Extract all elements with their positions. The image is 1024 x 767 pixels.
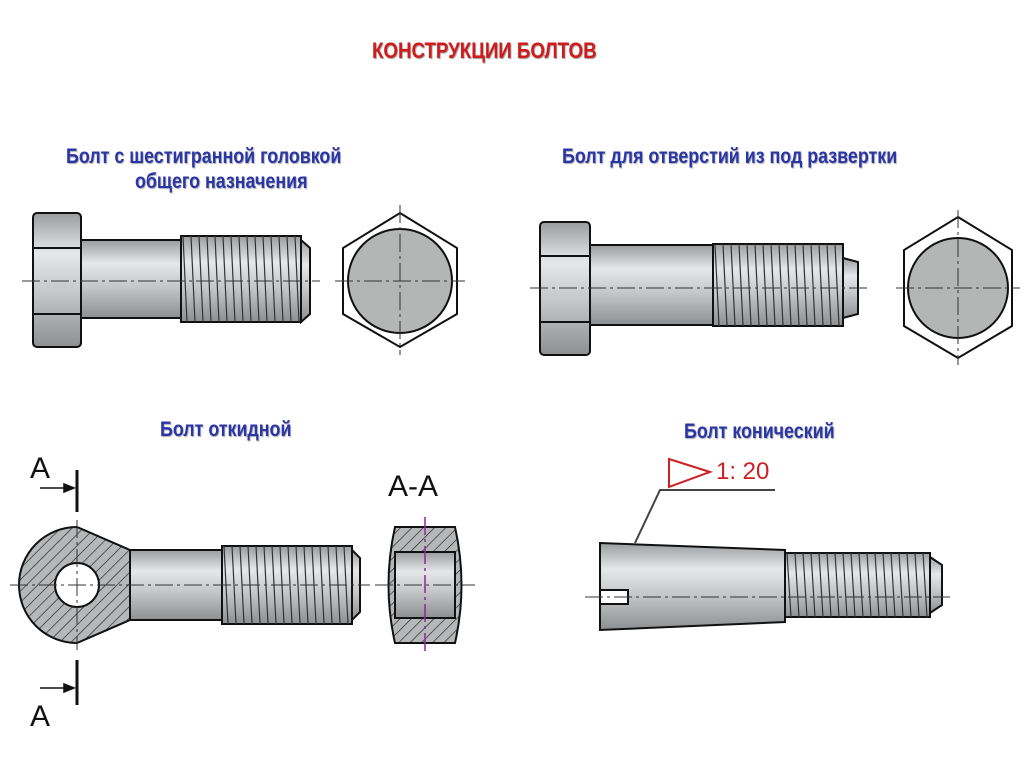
thread-line bbox=[738, 243, 744, 327]
thread-line bbox=[810, 552, 816, 618]
thread-line bbox=[231, 545, 237, 625]
thread-line bbox=[786, 552, 792, 618]
thread-line bbox=[786, 243, 792, 327]
thread-line bbox=[278, 235, 284, 323]
bolt-eye-caption: Болт откидной bbox=[160, 418, 292, 441]
thread-line bbox=[190, 235, 196, 323]
thread-line bbox=[906, 552, 912, 618]
thread-line bbox=[922, 552, 928, 618]
thread-line bbox=[246, 235, 252, 323]
taper-leader bbox=[634, 489, 775, 544]
thread-line bbox=[222, 235, 228, 323]
thread-line bbox=[762, 243, 768, 327]
hex-bolt-side-view bbox=[32, 212, 311, 348]
center-lines bbox=[10, 205, 1020, 650]
taper-triangle-icon bbox=[668, 457, 714, 489]
thread-line bbox=[295, 545, 301, 625]
page-title: КОНСТРУКЦИИ БОЛТОВ bbox=[372, 38, 597, 63]
thread-line bbox=[826, 243, 832, 327]
thread-line bbox=[294, 235, 300, 323]
thread-line bbox=[834, 243, 840, 327]
thread-line bbox=[778, 243, 784, 327]
section-arrows bbox=[40, 482, 77, 694]
thread-line bbox=[746, 243, 752, 327]
thread-line bbox=[898, 552, 904, 618]
thread-line bbox=[834, 552, 840, 618]
thread-line bbox=[874, 552, 880, 618]
section-label: А-А bbox=[388, 470, 439, 503]
thread-line bbox=[238, 235, 244, 323]
bolt-hex-caption-line1: Болт с шестигранной головкой bbox=[66, 145, 342, 168]
thread-line bbox=[810, 243, 816, 327]
thread-line bbox=[262, 235, 268, 323]
thread-line bbox=[818, 243, 824, 327]
thread-line bbox=[254, 235, 260, 323]
thread-line bbox=[287, 545, 293, 625]
bolt-hex-caption-line2: общего назначения bbox=[135, 170, 308, 193]
thread-line bbox=[286, 235, 292, 323]
thread-line bbox=[182, 235, 188, 323]
section-mark-bottom: А bbox=[30, 700, 51, 733]
thread-line bbox=[850, 552, 856, 618]
thread-line bbox=[214, 235, 220, 323]
thread-line bbox=[722, 243, 728, 327]
thread-line bbox=[914, 552, 920, 618]
thread-line bbox=[858, 552, 864, 618]
thread-line bbox=[794, 243, 800, 327]
taper-label: 1: 20 bbox=[716, 458, 770, 485]
thread-line bbox=[206, 235, 212, 323]
thread-line bbox=[198, 235, 204, 323]
thread-line bbox=[754, 243, 760, 327]
thread-line bbox=[818, 552, 824, 618]
thread-line bbox=[730, 243, 736, 327]
thread-line bbox=[270, 235, 276, 323]
bolt-conical-caption: Болт конический bbox=[684, 420, 835, 443]
bolt-reamer-caption: Болт для отверстий из под развертки bbox=[562, 145, 898, 168]
thread-line bbox=[802, 243, 808, 327]
thread-line bbox=[794, 552, 800, 618]
thread-line bbox=[770, 243, 776, 327]
thread-line bbox=[826, 552, 832, 618]
thread-line bbox=[714, 243, 720, 327]
thread-line bbox=[842, 552, 848, 618]
section-mark-top: А bbox=[30, 452, 51, 485]
thread-line bbox=[866, 552, 872, 618]
conical-bolt-view bbox=[599, 541, 943, 632]
thread-line bbox=[802, 552, 808, 618]
thread-line bbox=[882, 552, 888, 618]
thread-line bbox=[230, 235, 236, 323]
thread-line bbox=[890, 552, 896, 618]
